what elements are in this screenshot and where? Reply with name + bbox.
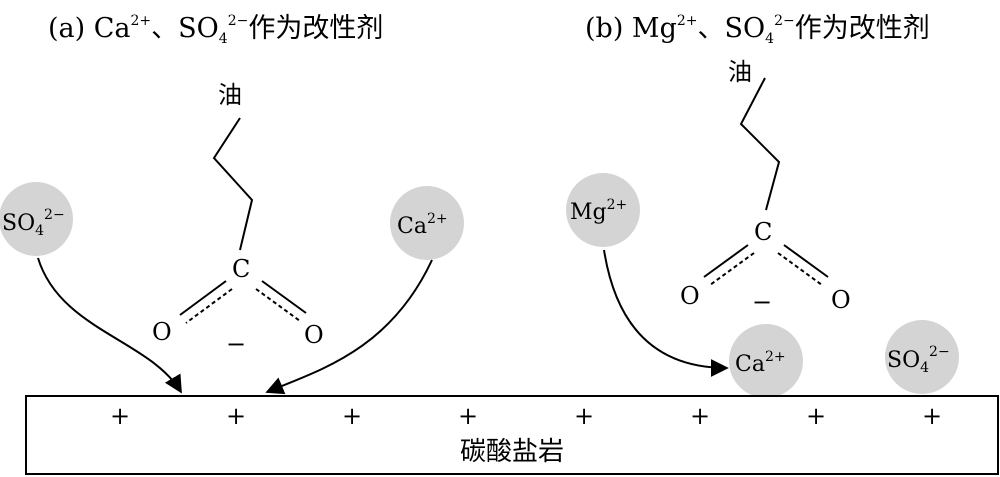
- oxygen-right-a: O: [304, 321, 324, 349]
- oil-label-a: 油: [218, 81, 242, 109]
- surface-charge: +: [110, 402, 130, 430]
- calcium-ion-b: Ca2+: [729, 324, 803, 398]
- carbonate-rock: + + + + + + + + 碳酸盐岩: [25, 395, 999, 475]
- svg-text:SO42−: SO42−: [2, 207, 65, 239]
- oxygen-right-b: O: [831, 286, 851, 314]
- bond-co-left-a: [179, 280, 227, 316]
- surface-charge: +: [226, 402, 246, 430]
- bond-co-left-b: [703, 244, 749, 278]
- svg-text:SO42−: SO42−: [887, 344, 950, 376]
- bond-co-right-b: [783, 244, 829, 278]
- oil-chain-b: [739, 77, 781, 211]
- oxygen-left-a: O: [152, 318, 172, 346]
- bond-co-right-dash-b: [777, 252, 823, 286]
- svg-text:Mg2+: Mg2+: [570, 197, 627, 225]
- carbon-b: C: [754, 218, 772, 246]
- magnesium-ion-b: Mg2+: [566, 173, 640, 247]
- sulfate-ion-a: SO42−: [0, 182, 73, 256]
- charge-minus-b: −: [752, 288, 772, 316]
- arrow-magnesium-to-calcium: [603, 249, 729, 377]
- charge-minus-a: −: [226, 330, 246, 358]
- oxygen-left-b: O: [680, 282, 700, 310]
- bond-co-left-dash-b: [709, 252, 755, 286]
- carbon-a: C: [232, 255, 250, 283]
- surface-charge: +: [458, 402, 478, 430]
- rock-label: 碳酸盐岩: [460, 437, 564, 467]
- arrow-sulfate-to-rock: [37, 257, 182, 394]
- sulfate-ion-b: SO42−: [885, 320, 959, 394]
- svg-text:Ca2+: Ca2+: [735, 349, 786, 377]
- surface-charge: +: [574, 402, 594, 430]
- bond-co-left-dash-a: [185, 288, 233, 324]
- oil-label-b: 油: [728, 58, 752, 86]
- oil-molecule-b: 油 C O O −: [680, 58, 851, 316]
- oil-chain-a: [212, 117, 254, 251]
- surface-charge: +: [806, 402, 826, 430]
- title-b: (b) Mg2+、SO42−作为改性剂: [585, 13, 930, 47]
- arrow-calcium-to-rock: [265, 259, 433, 395]
- bond-co-right-a: [261, 280, 307, 314]
- svg-text:Ca2+: Ca2+: [397, 211, 448, 239]
- surface-charge: +: [922, 402, 942, 430]
- title-a: (a) Ca2+、SO42−作为改性剂: [48, 13, 383, 47]
- surface-charge: +: [690, 402, 710, 430]
- bond-co-right-dash-a: [255, 288, 301, 322]
- oil-molecule-a: 油 C O O −: [152, 81, 324, 358]
- surface-charge: +: [342, 402, 362, 430]
- calcium-ion-a: Ca2+: [390, 186, 464, 260]
